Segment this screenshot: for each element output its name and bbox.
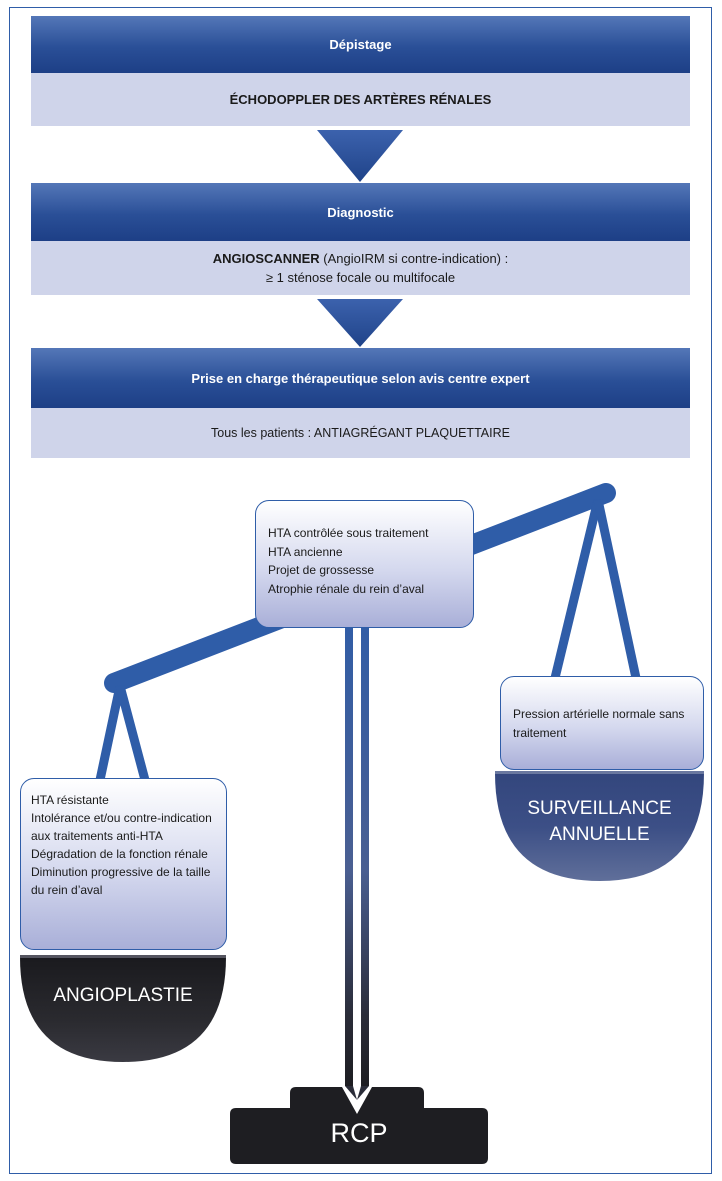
step-body-line: ANGIOSCANNER (AngioIRM si contre-indicat… [213, 249, 508, 268]
step-header-label: Dépistage [329, 37, 392, 52]
center-criteria-box: HTA contrôlée sous traitement HTA ancien… [255, 500, 474, 628]
right-pan-label-line-2: ANNUELLE [549, 824, 650, 845]
left-pan-label: ANGIOPLASTIE [53, 985, 193, 1006]
step-header-label: Diagnostic [327, 204, 394, 220]
criteria-item: Projet de grossesse [268, 563, 375, 577]
step-body-prise-en-charge: Tous les patients : ANTIAGRÉGANT PLAQUET… [31, 408, 690, 458]
step-body-line: Tous les patients : ANTIAGRÉGANT PLAQUET… [211, 424, 510, 443]
step-header-depistage: Dépistage [31, 16, 690, 73]
figure-frame [9, 7, 712, 1174]
criteria-item: HTA contrôlée sous traitement [268, 526, 429, 540]
criteria-item: Atrophie rénale du rein d’aval [268, 581, 425, 596]
step-header-label: Prise en charge thérapeutique selon avis… [191, 370, 530, 386]
step-body-strong: ANGIOSCANNER [212, 251, 320, 266]
right-pan-label-line-1: SURVEILLANCE [527, 798, 672, 819]
left-criteria-list: HTA résistante Intolérance et/ou contre-… [31, 791, 218, 899]
rcp-base [230, 1087, 488, 1164]
right-rope-1 [550, 498, 603, 680]
step-body-strong: ÉCHODOPPLER DES ARTÈRES RÉNALES [229, 92, 492, 107]
left-criteria-box: HTA résistante Intolérance et/ou contre-… [20, 778, 227, 950]
criteria-item: Diminution progressive de la taille du r… [31, 865, 211, 897]
step-body-rest: (AngioIRM si contre-indication) : [319, 251, 509, 266]
step-header-diagnostic: Diagnostic [31, 183, 690, 241]
step-body-depistage: ÉCHODOPPLER DES ARTÈRES RÉNALES [31, 73, 690, 126]
criteria-item: HTA résistante [31, 793, 109, 807]
step-body-line-2: ≥ 1 sténose focale ou multifocale [265, 270, 456, 285]
arrow-down-icon [317, 130, 403, 182]
right-criteria-list: Pression artérielle normale sans traitem… [513, 705, 693, 742]
left-rope-2 [115, 684, 150, 782]
pole-bar-right [361, 600, 369, 1090]
left-pan [20, 957, 226, 1062]
left-rope-1 [95, 685, 125, 781]
pole-bar-left [345, 600, 353, 1090]
criteria-item: Dégradation de la fonction rénale [31, 847, 208, 861]
step-body-rest: Tous les patients : ANTIAGRÉGANT PLAQUET… [211, 425, 510, 440]
step-header-prise-en-charge: Prise en charge thérapeutique selon avis… [31, 348, 690, 408]
step-body-line: ÉCHODOPPLER DES ARTÈRES RÉNALES [230, 90, 492, 109]
step-body-diagnostic: ANGIOSCANNER (AngioIRM si contre-indicat… [31, 241, 690, 295]
right-criteria-box: Pression artérielle normale sans traitem… [500, 676, 704, 770]
right-rope-2 [593, 499, 641, 679]
center-criteria-list: HTA contrôlée sous traitement HTA ancien… [268, 524, 465, 598]
arrow-down-icon [317, 299, 403, 347]
criteria-item: Intolérance et/ou contre-indication aux … [31, 811, 212, 843]
right-pan [495, 773, 704, 881]
rcp-label: RCP [330, 1118, 388, 1148]
criteria-item: HTA ancienne [268, 544, 343, 559]
criteria-item: Pression artérielle normale sans traitem… [513, 707, 685, 740]
right-pan-label: SURVEILLANCE ANNUELLE [495, 796, 704, 848]
